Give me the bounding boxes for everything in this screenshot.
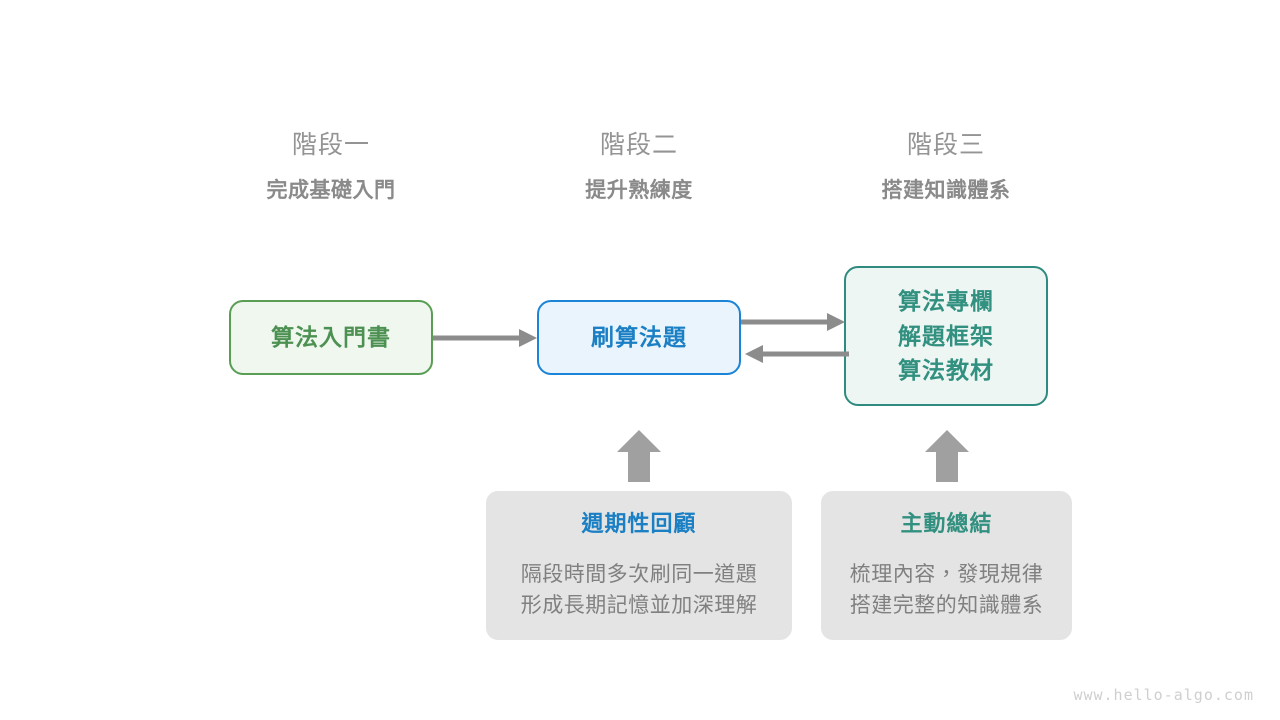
info-card-active-summary-body-line-2: 搭建完整的知識體系 bbox=[849, 593, 1044, 617]
stage-title-3: 階段三 bbox=[906, 131, 985, 159]
flow-box-knowledge-system-line-1: 算法專欄 bbox=[898, 288, 994, 315]
info-card-active-summary-title: 主動總結 bbox=[900, 510, 993, 536]
stage-header-2: 階段二 提升熟練度 bbox=[509, 130, 769, 205]
watermark-url: www.hello-algo.com bbox=[1073, 686, 1254, 704]
flow-box-practice-problems[interactable]: 刷算法題 bbox=[537, 300, 741, 375]
info-card-active-summary-body: 梳理內容，發現規律 搭建完整的知識體系 bbox=[850, 560, 1044, 621]
flow-box-intro-book-line-1: 算法入門書 bbox=[271, 324, 391, 351]
stage-subtitle-1: 完成基礎入門 bbox=[266, 179, 396, 203]
stage-title-2: 階段二 bbox=[599, 131, 678, 159]
info-card-periodic-review[interactable]: 週期性回顧 隔段時間多次刷同一道題 形成長期記憶並加深理解 bbox=[486, 491, 792, 640]
flow-box-knowledge-system-line-2: 解題框架 bbox=[898, 322, 994, 349]
flow-box-knowledge-system[interactable]: 算法專欄 解題框架 算法教材 bbox=[844, 266, 1048, 406]
stage-subtitle-2: 提升熟練度 bbox=[585, 179, 693, 203]
flow-box-knowledge-system-line-3: 算法教材 bbox=[898, 357, 994, 384]
arrow-system-to-practice bbox=[745, 345, 849, 363]
info-card-periodic-review-body-line-2: 形成長期記憶並加深理解 bbox=[520, 593, 758, 617]
stage-header-1: 階段一 完成基礎入門 bbox=[201, 130, 461, 205]
info-card-periodic-review-body-line-1: 隔段時間多次刷同一道題 bbox=[520, 563, 758, 587]
info-card-periodic-review-title: 週期性回顧 bbox=[581, 510, 697, 536]
arrow-practice-to-system bbox=[741, 313, 845, 331]
info-card-periodic-review-body: 隔段時間多次刷同一道題 形成長期記憶並加深理解 bbox=[521, 560, 758, 621]
arrow-summary-to-system bbox=[925, 430, 969, 482]
info-card-active-summary-body-line-1: 梳理內容，發現規律 bbox=[849, 563, 1044, 587]
info-card-active-summary[interactable]: 主動總結 梳理內容，發現規律 搭建完整的知識體系 bbox=[821, 491, 1072, 640]
arrow-intro-to-practice bbox=[433, 329, 537, 347]
arrow-review-to-practice bbox=[617, 430, 661, 482]
flow-box-intro-book[interactable]: 算法入門書 bbox=[229, 300, 433, 375]
flow-box-practice-problems-line-1: 刷算法題 bbox=[591, 324, 687, 351]
stage-title-1: 階段一 bbox=[291, 131, 370, 159]
stage-subtitle-3: 搭建知識體系 bbox=[881, 179, 1011, 203]
stage-header-3: 階段三 搭建知識體系 bbox=[816, 130, 1076, 205]
